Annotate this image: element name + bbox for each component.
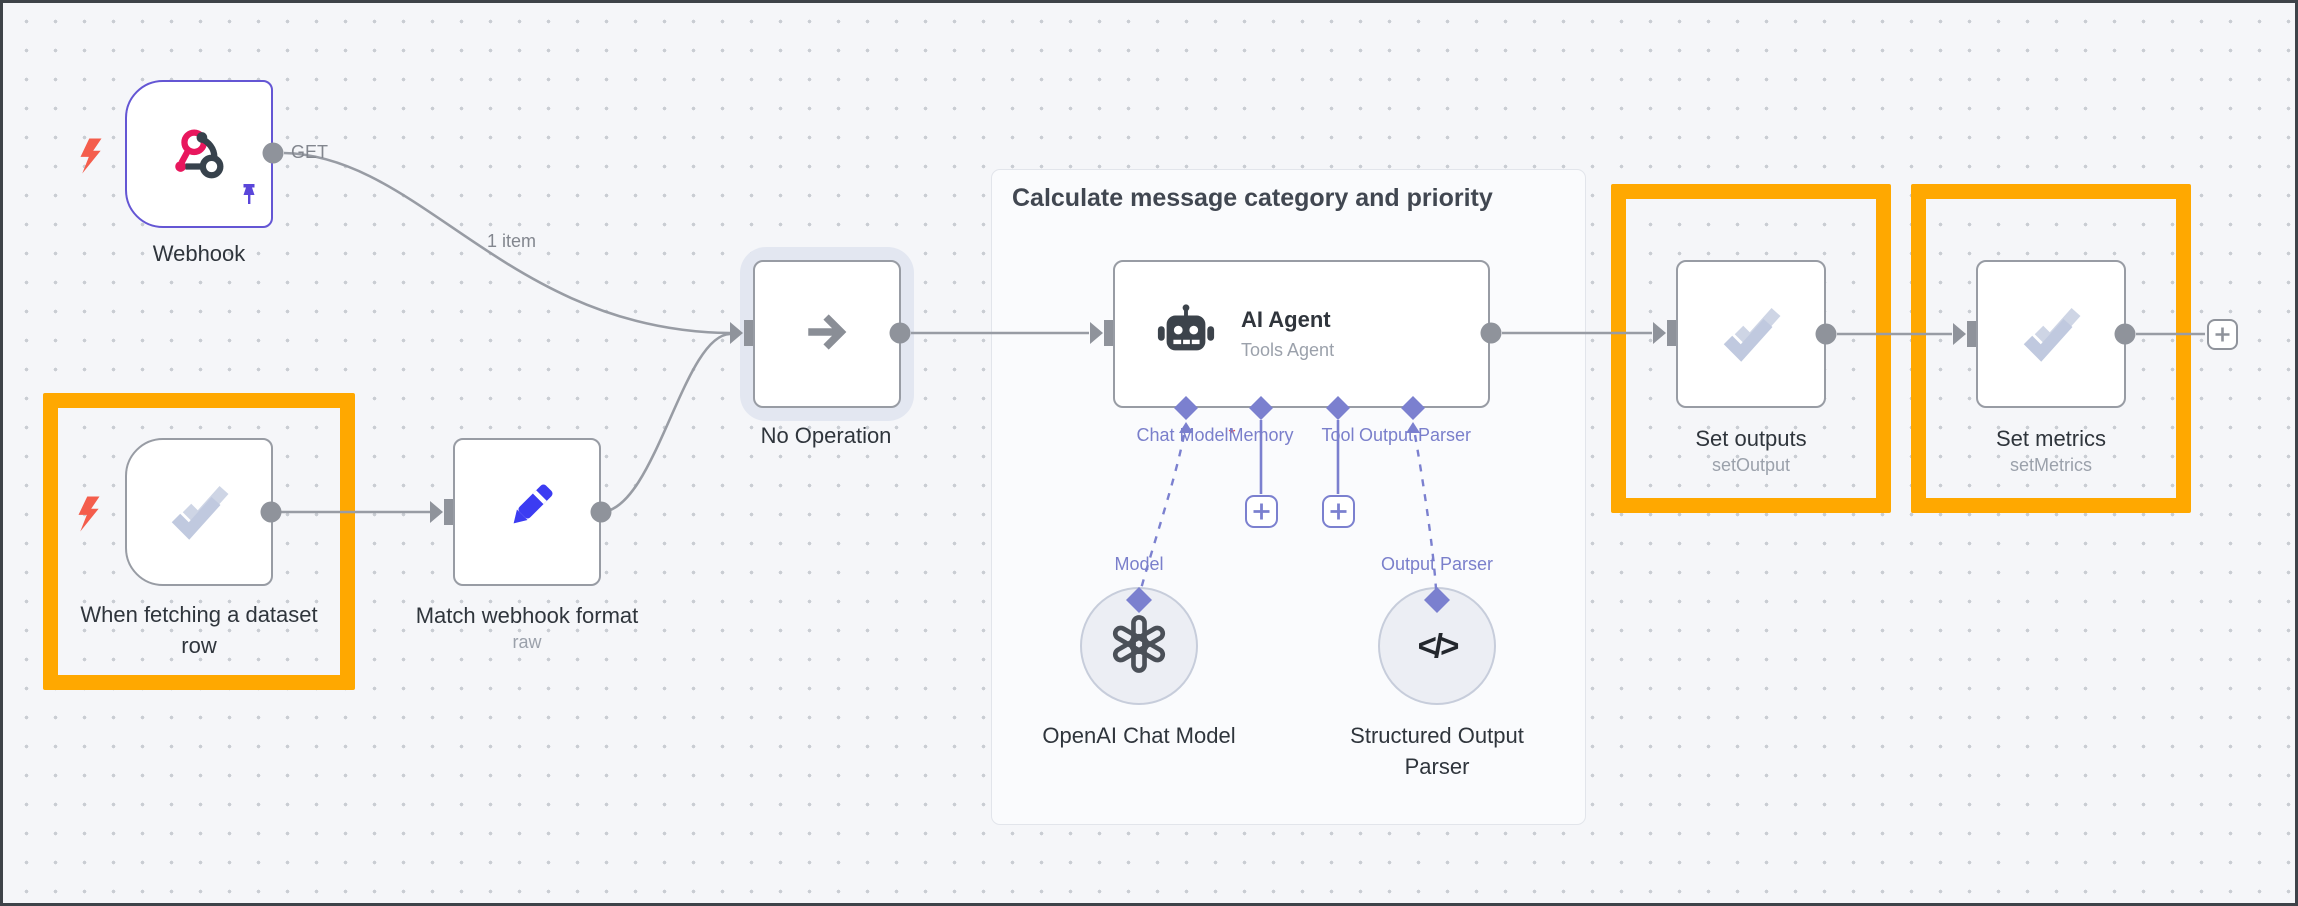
connector-label-chat-model: Chat Model*: [1136, 425, 1236, 445]
structured-parser-label: Structured Output Parser: [1350, 723, 1524, 779]
group-title: Calculate message category and priority: [1012, 184, 1493, 212]
highlight-box-set-outputs: [1611, 184, 1891, 513]
agent-subtitle: Tools Agent: [1241, 340, 1335, 360]
double-check-icon: [2016, 297, 2086, 372]
plus-icon: [1330, 503, 1347, 520]
pencil-icon: [497, 480, 557, 545]
model-link-label: Model: [1114, 554, 1164, 574]
plus-icon: [2215, 327, 2230, 342]
lightning-bolt-icon: [77, 135, 105, 182]
connector-label-memory: Memory: [1228, 425, 1294, 445]
node-ai-agent[interactable]: AI Agent Tools Agent: [1113, 260, 1490, 408]
node-set-metrics[interactable]: [1976, 260, 2126, 408]
set-metrics-label: Set metrics: [1995, 426, 2107, 451]
node-match-webhook-format[interactable]: [453, 438, 601, 586]
double-check-icon: [164, 475, 234, 550]
highlight-box-dataset-trigger: [43, 393, 355, 690]
code-icon: </>: [1417, 627, 1460, 664]
node-openai-chat-model[interactable]: [1080, 587, 1198, 705]
output-parser-link-label: Output Parser: [1380, 554, 1494, 574]
node-set-outputs[interactable]: [1676, 260, 1826, 408]
edge-match-to-noop: [600, 332, 731, 514]
items-count-label: 1 item: [487, 231, 537, 251]
node-structured-output-parser[interactable]: </>: [1378, 587, 1496, 705]
no-operation-label: No Operation: [760, 423, 892, 448]
robot-icon: [1155, 301, 1217, 368]
node-no-operation[interactable]: [753, 260, 901, 408]
highlight-box-set-metrics: [1911, 184, 2191, 513]
webhook-icon: [168, 121, 230, 188]
agent-title: AI Agent: [1241, 307, 1331, 332]
set-outputs-label: Set outputs: [1695, 426, 1807, 451]
dataset-trigger-label: When fetching a dataset row: [80, 602, 318, 658]
node-dataset-trigger[interactable]: [125, 438, 273, 586]
set-metrics-subtitle: setMetrics: [2009, 455, 2093, 475]
node-webhook[interactable]: [125, 80, 273, 228]
openai-model-label: OpenAI Chat Model: [1042, 723, 1236, 748]
webhook-output-label: GET: [291, 142, 329, 162]
plus-icon: [1253, 503, 1270, 520]
arrow-right-icon: [797, 302, 857, 367]
required-marker: *: [1228, 425, 1236, 445]
match-format-label: Match webhook format: [415, 603, 639, 628]
connector-label-tool: Tool: [1321, 425, 1355, 445]
webhook-label: Webhook: [152, 241, 246, 266]
openai-icon: [1108, 613, 1170, 680]
input-port-match[interactable]: [430, 499, 453, 525]
connector-label-output-parser: Output Parser: [1358, 425, 1472, 445]
add-tool-button[interactable]: [1322, 495, 1355, 528]
add-next-node-button[interactable]: [2207, 319, 2238, 350]
lightning-bolt-icon: [75, 493, 103, 540]
match-format-subtitle: raw: [512, 632, 542, 652]
double-check-icon: [1716, 297, 1786, 372]
pin-icon: [237, 183, 261, 214]
set-outputs-subtitle: setOutput: [1711, 455, 1791, 475]
add-memory-button[interactable]: [1245, 495, 1278, 528]
